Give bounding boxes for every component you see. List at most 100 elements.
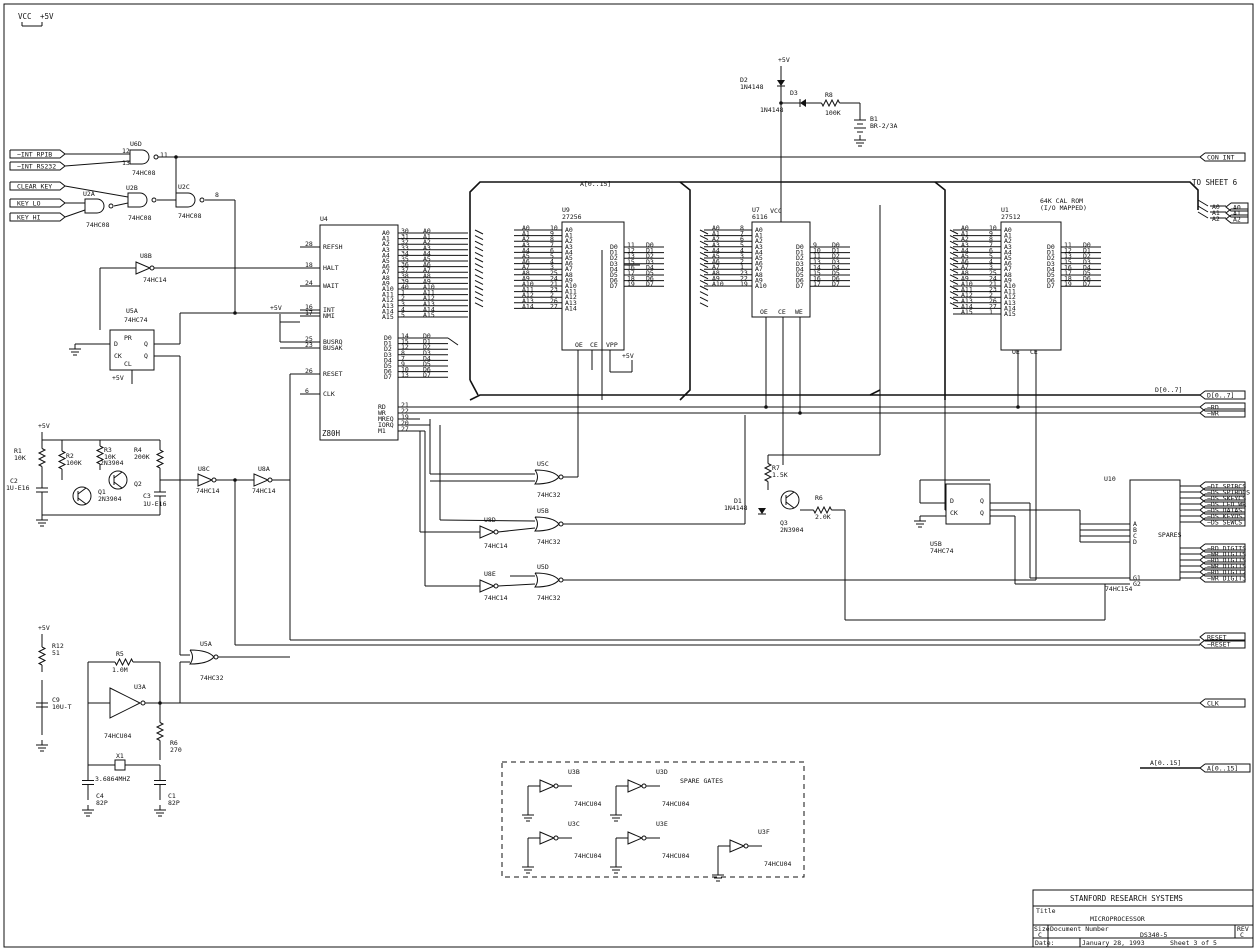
rom-pin-a3: A3: [1004, 243, 1012, 251]
wire: [497, 527, 536, 533]
net-label: D3: [646, 258, 654, 266]
gate-u2a-bubble: [108, 203, 114, 209]
diode-d2: [777, 80, 785, 86]
rom-pin-d6: D6: [1047, 277, 1055, 285]
pin-num: 1: [740, 263, 744, 271]
eprom-pin-a8: A8: [565, 271, 573, 279]
pin-num: 31: [401, 233, 409, 241]
connector-a0-outline: [1225, 202, 1249, 212]
net-label: A12: [961, 291, 973, 299]
gate-ref: U8E: [484, 570, 496, 578]
net-label: D4: [832, 263, 840, 271]
connector-dec-out2-outline: [1199, 573, 1246, 583]
connector-dec-out2: ~RD_DIGITS: [1207, 557, 1246, 565]
capacitor-c1-ref: C1: [168, 792, 176, 800]
pin-num: 11: [813, 252, 821, 260]
junction-dot: [174, 155, 178, 159]
gate-ref: U8B: [140, 252, 152, 260]
crystal-x1: [114, 759, 126, 771]
cpu-pin-a14: A14: [382, 307, 394, 315]
spare-gate-4-bubble: [743, 843, 749, 849]
bus-entry: [949, 235, 959, 241]
eprom-part: 27256: [562, 213, 582, 221]
bus-entry: [474, 235, 484, 241]
gate-u5d-bubble: [558, 577, 564, 583]
pin-num: 34: [401, 249, 409, 257]
pin-num: 7: [989, 241, 993, 249]
connector-dec-out: ~DS_SKEYCS: [1207, 495, 1246, 503]
net-label: A15: [961, 308, 973, 316]
ram-pin-d4: D4: [796, 265, 804, 273]
connector-dec-out2: ~WR_DIGITS: [1207, 551, 1246, 559]
bus-entry: [474, 263, 484, 269]
resistor-r4-value: 200K: [134, 453, 150, 461]
wire: [113, 202, 129, 207]
ram-part: 6116: [752, 213, 768, 221]
connector-intrs232-outline: [9, 161, 66, 171]
spare-gate-3: [627, 831, 644, 845]
bus-entry: [469, 379, 479, 396]
cpu-pin-a12: A12: [382, 296, 394, 304]
address-bus: [469, 181, 1199, 270]
net-label: A3: [712, 241, 720, 249]
pin-label: CK: [950, 509, 958, 517]
connector-rd: ~RD: [1207, 404, 1219, 412]
gate-u2a: [84, 198, 105, 214]
rom-pin-a15: A15: [1004, 310, 1016, 318]
spare-gate-1-bubble: [641, 783, 647, 789]
spare-gate-3-bubble: [641, 835, 647, 841]
ram-pin-a5: A5: [755, 254, 763, 262]
connector-con-int-outline: [1199, 152, 1246, 162]
wire: [64, 209, 86, 218]
connector-a2: A2: [1233, 216, 1241, 224]
pin-num: 3: [740, 252, 744, 260]
junction-dot: [1016, 405, 1020, 409]
pin-num: 19: [401, 413, 409, 421]
cpu-pin-d3: D3: [384, 351, 392, 359]
plus5-label: +5V: [778, 56, 790, 64]
net-label: A6: [522, 258, 530, 266]
pin-num: 3: [550, 263, 554, 271]
transistor-q3-part: 2N3904: [780, 526, 804, 534]
eprom-pin-d7: D7: [610, 282, 618, 290]
connector-dec-out: ~DS_LED_WR: [1207, 501, 1246, 509]
gate-ref: U5B: [930, 540, 942, 548]
gate-part: 74HC32: [537, 491, 561, 499]
pin-num: 6: [550, 246, 554, 254]
eprom-pin-a3: A3: [565, 243, 573, 251]
gate-u5b: [534, 516, 560, 532]
ram-ref: U7: [752, 206, 760, 214]
gate-part: 74HC14: [484, 594, 508, 602]
addr-out-label: A2: [1212, 215, 1220, 223]
bus-entry: [949, 302, 959, 308]
ram-pin-d3: D3: [796, 260, 804, 268]
cpu-pin-wait: WAIT: [323, 282, 339, 290]
bus-entry: [699, 274, 709, 280]
pin-num: 35: [401, 255, 409, 263]
gate-part: 74HCU04: [104, 732, 131, 740]
rom-pin-a8: A8: [1004, 271, 1012, 279]
net-label: D4: [423, 354, 431, 362]
decoder-in-b: B: [1133, 526, 1137, 534]
net-label: A1: [712, 230, 720, 238]
pin-num: 10: [401, 366, 409, 374]
gate-u2b-bubble: [151, 197, 157, 203]
pin-num: 2: [550, 291, 554, 299]
spare-gate-1: [627, 779, 644, 793]
net-label: A8: [423, 272, 431, 280]
bus-entry: [699, 251, 709, 257]
resistor-r1-value: 10K: [14, 454, 26, 462]
net-label: D3: [1083, 258, 1091, 266]
pin-num: 5: [740, 241, 744, 249]
cpu-pin-a7: A7: [382, 268, 390, 276]
pin-num: 2: [989, 291, 993, 299]
flipflop-u5b: [945, 483, 991, 525]
title-doc: DS340-5: [1140, 931, 1167, 939]
pin-num: 32: [401, 238, 409, 246]
plus5-label: +5V: [270, 304, 282, 312]
bus-entry: [949, 240, 959, 246]
net-label: A4: [712, 246, 720, 254]
bus-entry: [949, 279, 959, 285]
connector-dec-out-outline: [1199, 517, 1246, 527]
cpu-pin-a8: A8: [382, 274, 390, 282]
